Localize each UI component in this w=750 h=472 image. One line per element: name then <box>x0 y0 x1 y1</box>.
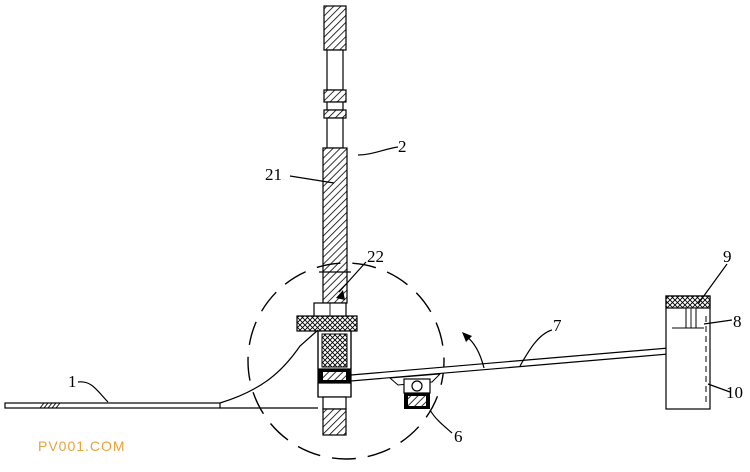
rotation-arrow <box>462 332 485 369</box>
vertical-rod <box>319 5 351 304</box>
label-1: 1 <box>68 372 77 391</box>
lever-arm <box>350 345 693 386</box>
label-8: 8 <box>733 312 742 331</box>
label-10: 10 <box>726 383 743 402</box>
detail-circle <box>247 262 445 460</box>
left-strip <box>4 329 319 409</box>
label-21: 21 <box>265 165 282 184</box>
label-22: 22 <box>367 247 384 266</box>
pivot-block <box>403 378 431 409</box>
leader-lines <box>77 146 733 434</box>
right-housing <box>665 295 711 410</box>
label-6: 6 <box>454 427 463 446</box>
label-9: 9 <box>723 247 732 266</box>
lower-sleeve <box>317 330 352 436</box>
label-7: 7 <box>553 316 562 335</box>
watermark-text: PV001.COM <box>38 438 126 454</box>
flange-plate <box>296 302 358 332</box>
label-2: 2 <box>398 137 407 156</box>
